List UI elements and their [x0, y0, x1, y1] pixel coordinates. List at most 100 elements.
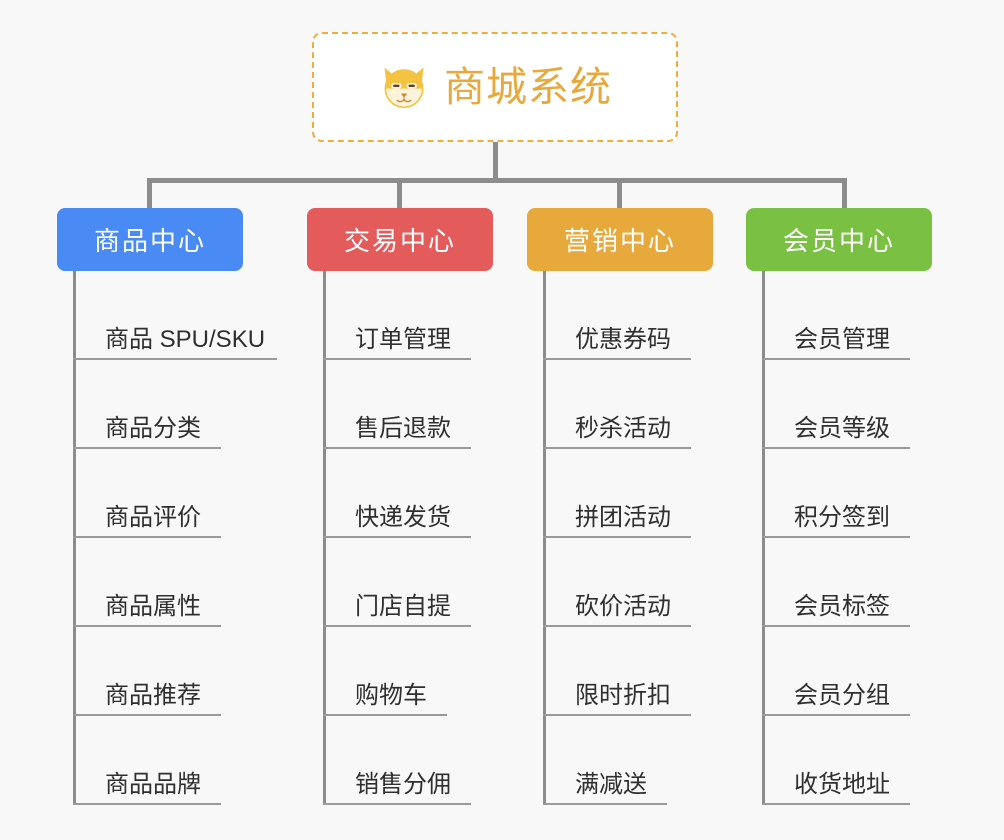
- leaf-item-underline: [543, 358, 691, 360]
- category-header-product-center[interactable]: 商品中心: [57, 208, 243, 271]
- leaf-item-label: 拼团活动: [575, 504, 671, 531]
- connector-horizontal-bus: [147, 178, 847, 183]
- leaf-item[interactable]: 砍价活动: [527, 538, 787, 627]
- leaf-item[interactable]: 销售分佣: [307, 716, 567, 805]
- leaf-item-underline: [323, 447, 471, 449]
- leaf-item[interactable]: 商品推荐: [57, 627, 317, 716]
- leaf-item-label: 优惠券码: [575, 326, 671, 353]
- leaf-item-underline: [543, 536, 691, 538]
- leaf-item-label: 商品推荐: [105, 682, 201, 709]
- leaf-item-underline: [543, 447, 691, 449]
- leaf-item[interactable]: 积分签到: [746, 449, 1004, 538]
- leaf-item-underline: [73, 536, 221, 538]
- leaf-list-product-center: 商品 SPU/SKU 商品分类 商品评价 商品属性 商品推荐 商品品牌: [57, 271, 317, 805]
- leaf-item-underline: [73, 714, 221, 716]
- leaf-item-underline: [73, 625, 221, 627]
- leaf-item[interactable]: 快递发货: [307, 449, 567, 538]
- column-trunk-line: [73, 271, 76, 805]
- leaf-item-underline: [73, 358, 277, 360]
- leaf-list-marketing-center: 优惠券码 秒杀活动 拼团活动 砍价活动 限时折扣 满减送: [527, 271, 787, 805]
- leaf-item-label: 订单管理: [355, 326, 451, 353]
- leaf-item[interactable]: 商品品牌: [57, 716, 317, 805]
- leaf-item-underline: [323, 714, 447, 716]
- leaf-item-underline: [543, 625, 691, 627]
- category-header-label: 营销中心: [563, 226, 676, 256]
- leaf-item-label: 商品 SPU/SKU: [105, 326, 266, 353]
- category-column-member-center: 会员中心 会员管理 会员等级 积分签到 会员标签 会员分组: [746, 208, 932, 805]
- leaf-item-label: 商品品牌: [105, 771, 201, 798]
- category-header-trade-center[interactable]: 交易中心: [307, 208, 493, 271]
- leaf-item-label: 会员管理: [794, 326, 890, 353]
- category-header-member-center[interactable]: 会员中心: [746, 208, 932, 271]
- root-node-title: 商城系统: [444, 63, 612, 110]
- column-trunk-line: [762, 271, 765, 805]
- leaf-item[interactable]: 限时折扣: [527, 627, 787, 716]
- leaf-item[interactable]: 订单管理: [307, 271, 567, 360]
- connector-branch-stem-1: [147, 178, 152, 210]
- leaf-item-underline: [762, 358, 910, 360]
- leaf-item[interactable]: 会员分组: [746, 627, 1004, 716]
- leaf-item-underline: [762, 625, 910, 627]
- leaf-item-label: 商品评价: [105, 504, 201, 531]
- leaf-list-trade-center: 订单管理 售后退款 快递发货 门店自提 购物车 销售分佣: [307, 271, 567, 805]
- connector-branch-stem-4: [842, 178, 847, 210]
- leaf-item-underline: [323, 536, 471, 538]
- connector-branch-stem-3: [617, 178, 622, 210]
- leaf-item[interactable]: 会员标签: [746, 538, 1004, 627]
- leaf-item-label: 积分签到: [794, 504, 890, 531]
- leaf-item-underline: [323, 803, 471, 805]
- leaf-item-label: 会员等级: [794, 415, 890, 442]
- leaf-item-underline: [762, 714, 910, 716]
- leaf-item[interactable]: 满减送: [527, 716, 787, 805]
- leaf-item[interactable]: 收货地址: [746, 716, 1004, 805]
- leaf-item-underline: [323, 358, 471, 360]
- leaf-item-label: 限时折扣: [575, 682, 671, 709]
- leaf-item[interactable]: 拼团活动: [527, 449, 787, 538]
- category-column-product-center: 商品中心 商品 SPU/SKU 商品分类 商品评价 商品属性 商品推荐: [57, 208, 277, 805]
- leaf-item[interactable]: 会员等级: [746, 360, 1004, 449]
- leaf-item-label: 销售分佣: [355, 771, 451, 798]
- leaf-item[interactable]: 商品属性: [57, 538, 317, 627]
- leaf-item[interactable]: 秒杀活动: [527, 360, 787, 449]
- category-header-label: 交易中心: [343, 226, 456, 256]
- leaf-item-underline: [762, 803, 910, 805]
- category-header-label: 会员中心: [782, 226, 895, 256]
- leaf-item-label: 会员分组: [794, 682, 890, 709]
- category-header-label: 商品中心: [93, 226, 206, 256]
- leaf-item-label: 收货地址: [794, 771, 890, 798]
- leaf-item[interactable]: 门店自提: [307, 538, 567, 627]
- leaf-item-underline: [73, 447, 221, 449]
- leaf-item[interactable]: 商品评价: [57, 449, 317, 538]
- connector-branch-stem-2: [397, 178, 402, 210]
- leaf-item[interactable]: 售后退款: [307, 360, 567, 449]
- leaf-item[interactable]: 优惠券码: [527, 271, 787, 360]
- leaf-item-label: 快递发货: [355, 504, 451, 531]
- leaf-item-label: 满减送: [575, 771, 647, 798]
- column-trunk-line: [323, 271, 326, 805]
- leaf-item-underline: [323, 625, 471, 627]
- leaf-item-label: 秒杀活动: [575, 415, 671, 442]
- leaf-item-underline: [543, 714, 691, 716]
- category-column-marketing-center: 营销中心 优惠券码 秒杀活动 拼团活动 砍价活动 限时折扣: [527, 208, 713, 805]
- leaf-item-label: 售后退款: [355, 415, 451, 442]
- leaf-item-label: 会员标签: [794, 593, 890, 620]
- leaf-item-label: 商品属性: [105, 593, 201, 620]
- leaf-item-underline: [543, 803, 667, 805]
- root-node-shop-system[interactable]: 商城系统: [312, 32, 678, 142]
- category-column-trade-center: 交易中心 订单管理 售后退款 快递发货 门店自提 购物车: [307, 208, 493, 805]
- leaf-item-label: 门店自提: [355, 593, 451, 620]
- connector-root-stem: [493, 142, 498, 180]
- category-header-marketing-center[interactable]: 营销中心: [527, 208, 713, 271]
- leaf-item-underline: [73, 803, 221, 805]
- leaf-item[interactable]: 商品分类: [57, 360, 317, 449]
- leaf-list-member-center: 会员管理 会员等级 积分签到 会员标签 会员分组 收货地址: [746, 271, 1004, 805]
- leaf-item-label: 砍价活动: [575, 593, 671, 620]
- leaf-item[interactable]: 购物车: [307, 627, 567, 716]
- leaf-item-label: 购物车: [355, 682, 427, 709]
- leaf-item-label: 商品分类: [105, 415, 201, 442]
- leaf-item[interactable]: 商品 SPU/SKU: [57, 271, 317, 360]
- leaf-item[interactable]: 会员管理: [746, 271, 1004, 360]
- column-trunk-line: [543, 271, 546, 805]
- leaf-item-underline: [762, 447, 910, 449]
